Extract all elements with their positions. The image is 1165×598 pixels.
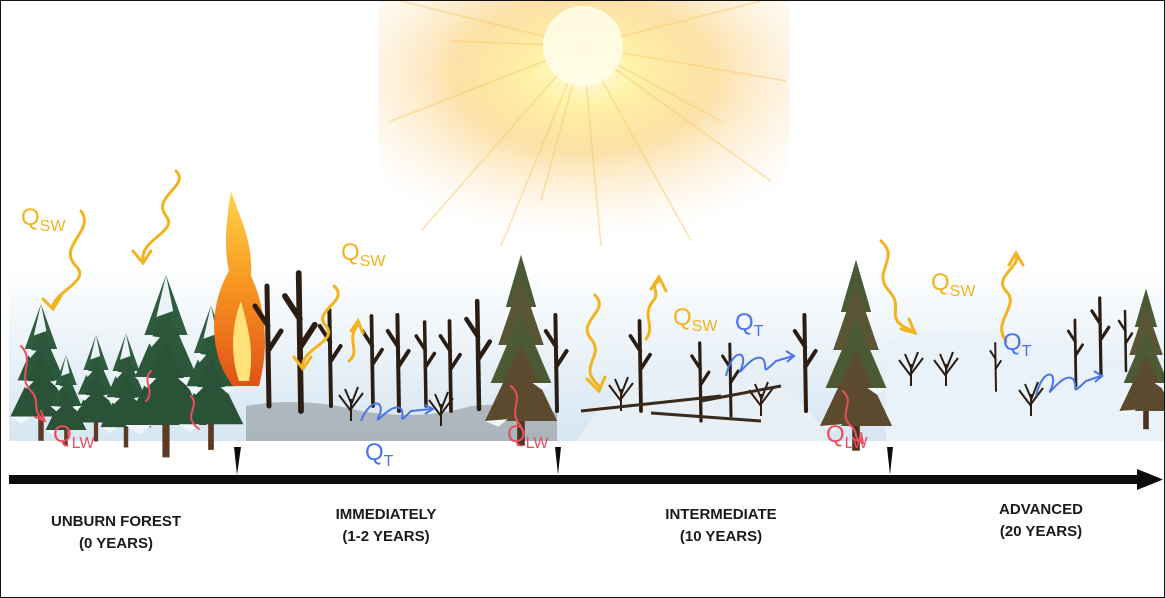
stage-label-advanced: ADVANCED (20 YEARS) <box>946 499 1136 543</box>
stage-years: (10 YEARS) <box>679 528 763 545</box>
qsw-label-3: QSW <box>673 304 718 336</box>
sun-icon <box>379 1 789 247</box>
stage-years: (20 YEARS) <box>999 523 1083 540</box>
qlw-label-3: QLW <box>826 421 868 453</box>
intermediate-forest <box>580 259 893 451</box>
stage-label-unburned: UNBURN FOREST (0 YEARS) <box>21 511 211 555</box>
stage-title: IMMEDIATELY <box>335 506 437 523</box>
fire-icon <box>214 191 265 386</box>
stage-title: ADVANCED <box>999 501 1083 518</box>
qt-label-3: QT <box>1003 329 1032 361</box>
longwave-arrows <box>20 345 865 445</box>
stage-years: (0 YEARS) <box>79 535 153 552</box>
shortwave-arrows <box>41 169 1025 394</box>
qsw-label-1: QSW <box>21 204 66 236</box>
stage-title: INTERMEDIATE <box>665 506 777 523</box>
qlw-label-1: QLW <box>53 421 95 453</box>
stage-title: UNBURN FOREST <box>51 513 181 530</box>
qsw-label-4: QSW <box>931 269 976 301</box>
turbulent-swirls <box>360 350 1104 422</box>
stage-years: (1-2 YEARS) <box>342 528 430 545</box>
stage-label-immediately: IMMEDIATELY (1-2 YEARS) <box>291 504 481 548</box>
qsw-label-2: QSW <box>341 239 386 271</box>
qt-label-1: QT <box>365 439 394 471</box>
qlw-label-2: QLW <box>507 421 549 453</box>
timeline-arrow-icon <box>9 447 1163 490</box>
qt-label-2: QT <box>735 309 764 341</box>
stage-label-intermediate: INTERMEDIATE (10 YEARS) <box>626 504 816 548</box>
